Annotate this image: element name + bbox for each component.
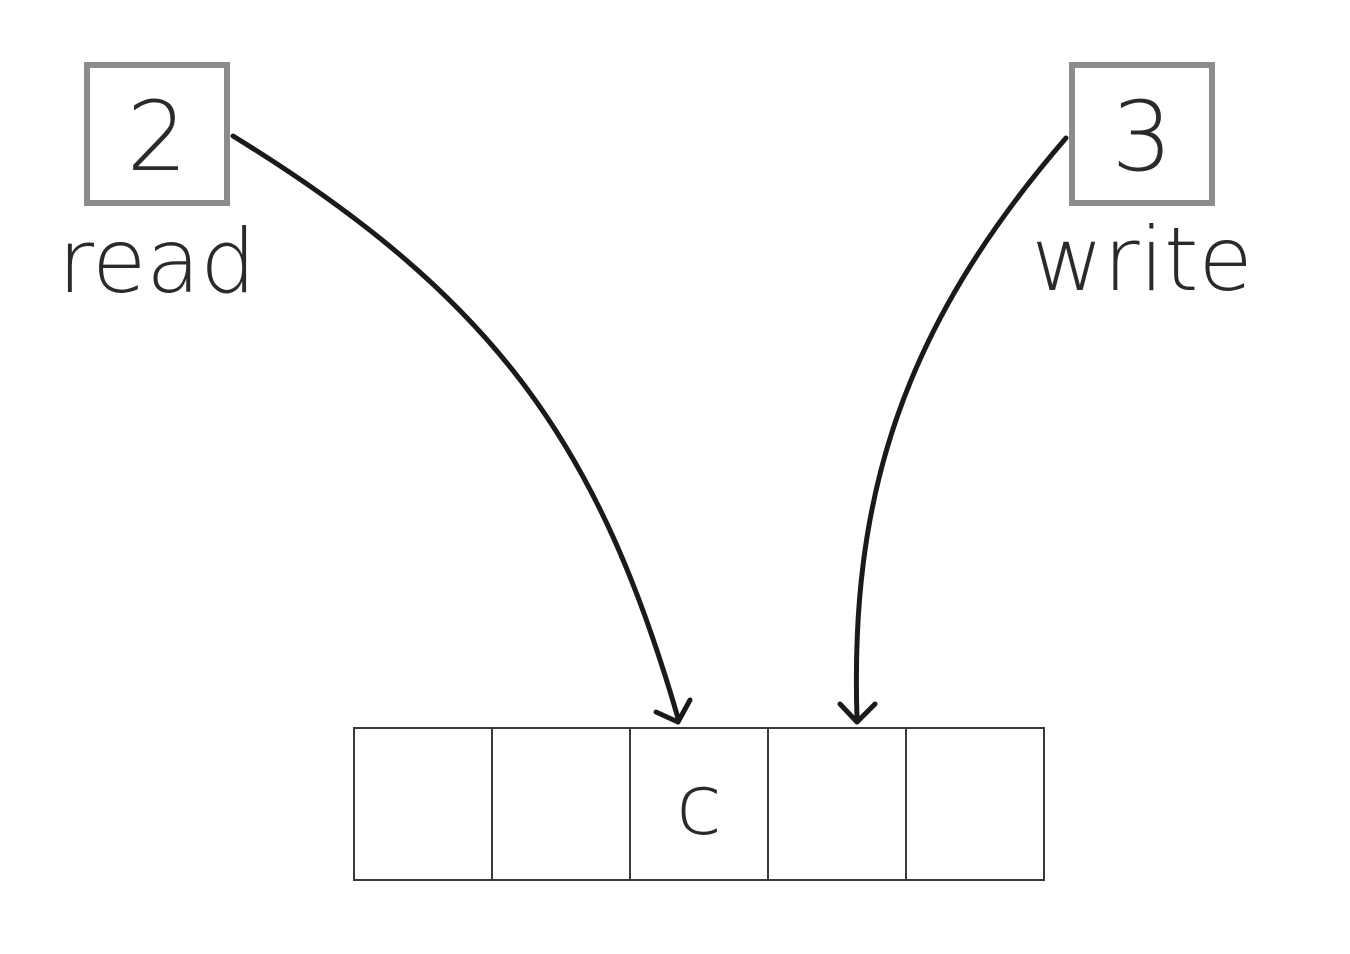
read-pointer-arrowhead bbox=[653, 697, 693, 725]
write-pointer-box bbox=[1069, 62, 1215, 206]
read-pointer-box bbox=[84, 62, 230, 206]
buffer-cell-box bbox=[629, 727, 769, 881]
read-pointer: 2 read bbox=[58, 62, 256, 313]
write-pointer: 3 write bbox=[1031, 62, 1253, 311]
buffer-cell bbox=[353, 727, 493, 881]
write-pointer-arrowhead bbox=[837, 701, 878, 725]
read-pointer-value: 2 bbox=[126, 81, 187, 193]
buffer-cell-box bbox=[905, 727, 1045, 881]
write-pointer-arrow bbox=[853, 135, 1069, 721]
read-pointer-arrow bbox=[230, 133, 681, 721]
buffer-array: c bbox=[353, 727, 1045, 881]
write-pointer-label: write bbox=[1031, 208, 1252, 311]
write-pointer-value: 3 bbox=[1111, 81, 1172, 193]
read-pointer-label: read bbox=[58, 210, 256, 313]
buffer-cell bbox=[491, 727, 631, 881]
buffer-cell-box bbox=[353, 727, 493, 881]
buffer-cell bbox=[905, 727, 1045, 881]
buffer-cell bbox=[767, 727, 907, 881]
buffer-cell-value: c bbox=[676, 756, 722, 854]
buffer-cell: c bbox=[629, 727, 769, 881]
buffer-cell-box bbox=[491, 727, 631, 881]
buffer-cell-box bbox=[767, 727, 907, 881]
